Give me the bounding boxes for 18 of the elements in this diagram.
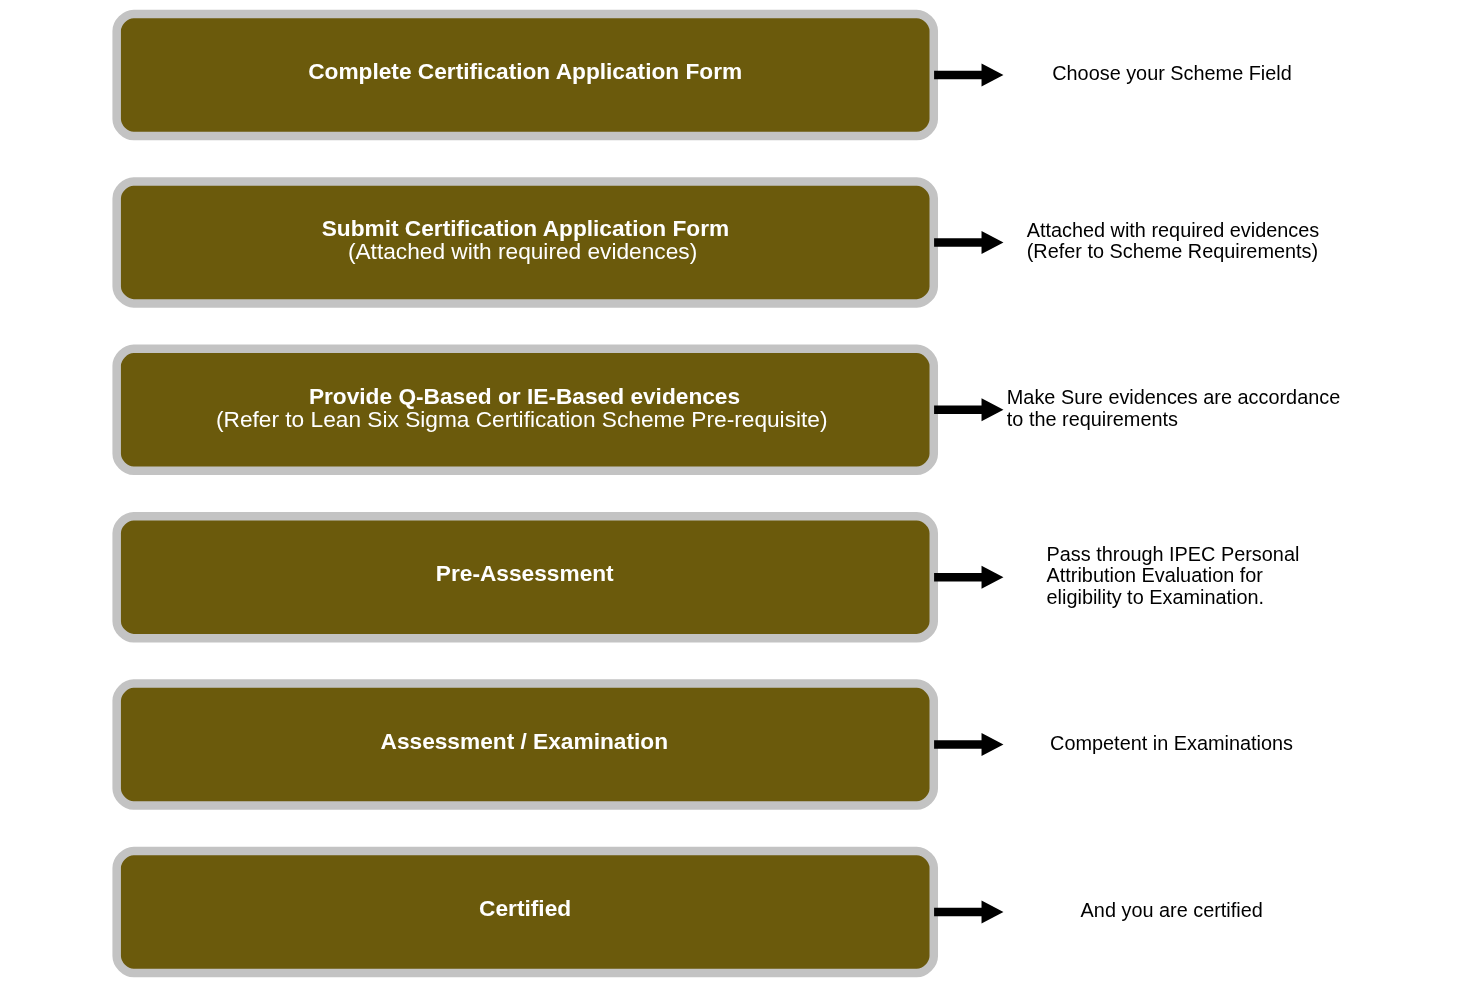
- node-box: Certified: [111, 846, 938, 978]
- node-text: And you are certified: [1080, 899, 1263, 922]
- arrow: [933, 230, 1003, 254]
- node-text: Competent in Examinations: [1049, 731, 1293, 754]
- node-box: Submit Certification Application Form (Attached with required evidences): [111, 177, 938, 308]
- node-box: Provide Q-Based or IE-Based evidences (Refer to Lean Six Sigma Certification Scheme Pre-requisite): [111, 344, 938, 476]
- node-text: Choose your Scheme Field: [1051, 62, 1292, 85]
- arrow: [933, 398, 1003, 422]
- node-text: Make Sure evidences are accordance to the requirements: [1006, 386, 1340, 430]
- node-box: Pre-Assessment: [111, 511, 938, 643]
- arrow: [933, 733, 1003, 757]
- node-text: Pass through IPEC Personal Attribution Evaluation for eligibility to Examination.: [1046, 543, 1299, 608]
- arrow: [933, 900, 1003, 924]
- node-box: Complete Certification Application Form: [111, 9, 938, 141]
- node-box: Assessment / Examination: [111, 679, 938, 810]
- node-text: Attached with required evidences (Refer to Scheme Requirements): [1026, 219, 1319, 263]
- arrow: [933, 63, 1003, 87]
- arrow: [933, 565, 1003, 589]
